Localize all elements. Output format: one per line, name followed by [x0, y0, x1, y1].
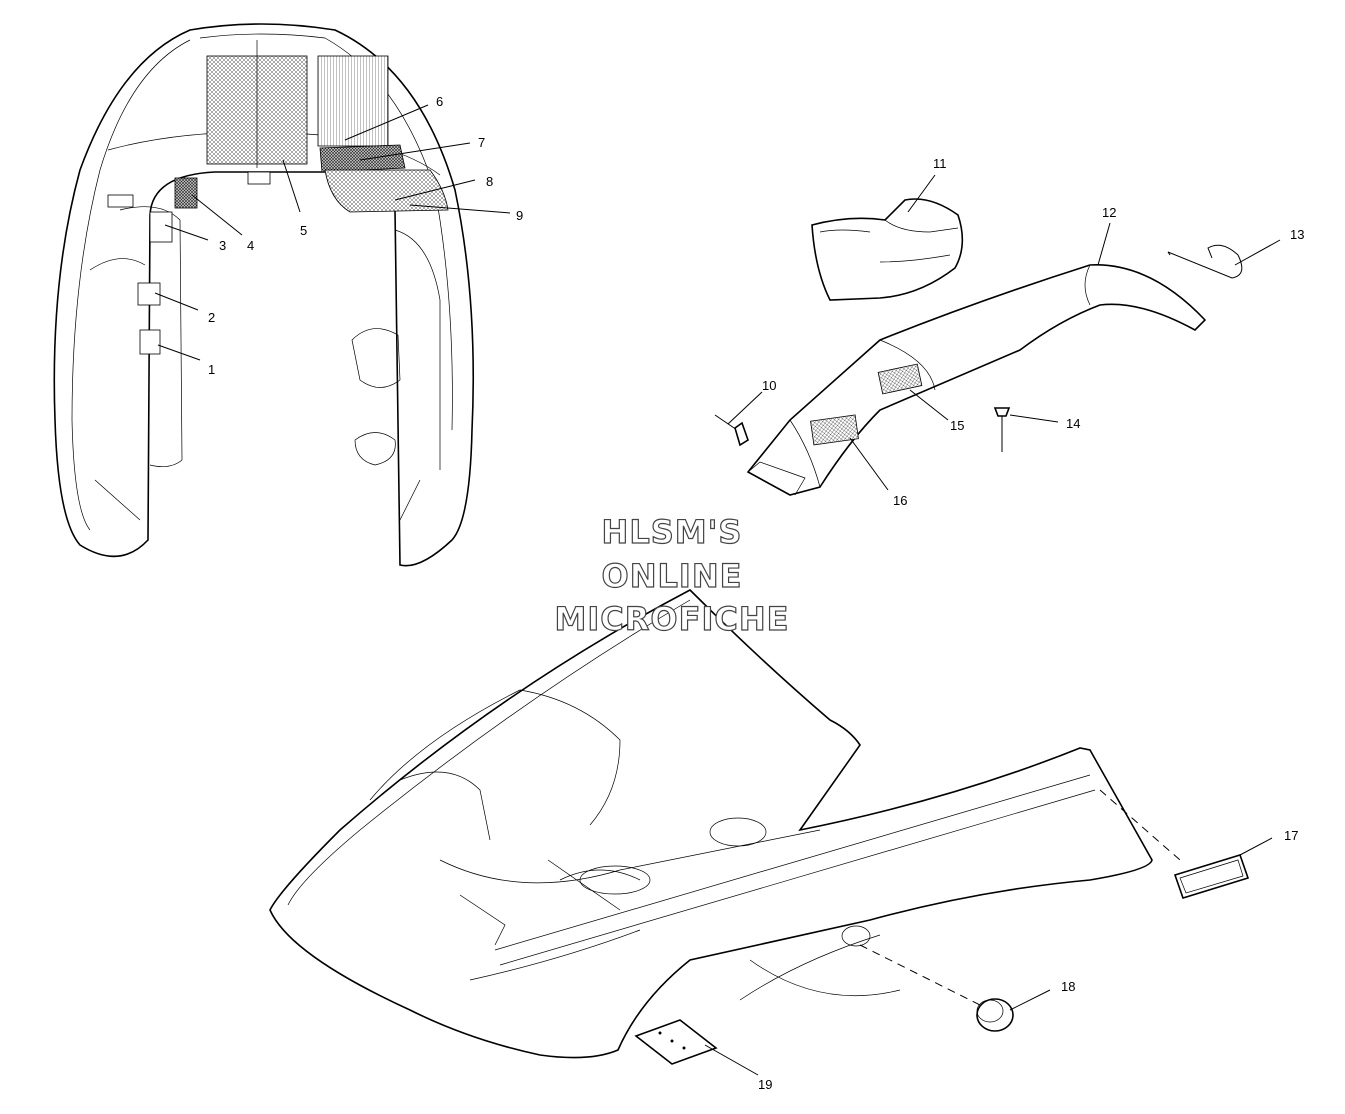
part-10-rivet — [714, 414, 749, 447]
callout-14: 14 — [1066, 416, 1080, 431]
part-17-reflector — [1173, 854, 1250, 899]
callout-15: 15 — [950, 418, 964, 433]
part-13-cable — [1167, 244, 1243, 279]
callout-8: 8 — [486, 174, 493, 189]
callout-10: 10 — [762, 378, 776, 393]
part-18-plug — [976, 998, 1014, 1032]
assembly-line-18 — [859, 944, 981, 1006]
watermark-line-2: ONLINE — [602, 557, 743, 595]
watermark: HLSM'S ONLINE MICROFICHE — [554, 512, 790, 638]
callout-5: 5 — [300, 223, 307, 238]
callout-16: 16 — [893, 493, 907, 508]
callout-13: 13 — [1290, 227, 1304, 242]
part-19-plate — [634, 1019, 718, 1065]
callout-9: 9 — [516, 208, 523, 223]
watermark-line-1: HLSM'S — [602, 513, 743, 551]
callout-labels: 1 2 3 4 5 6 7 8 9 10 11 12 13 14 15 16 1… — [208, 94, 1304, 1092]
part-14-rivet — [993, 407, 1011, 452]
callout-3: 3 — [219, 238, 226, 253]
part-11-console-cover — [811, 198, 964, 301]
hood-top-view — [53, 23, 475, 567]
callout-12: 12 — [1102, 205, 1116, 220]
callout-19: 19 — [758, 1077, 772, 1092]
callout-6: 6 — [436, 94, 443, 109]
callout-2: 2 — [208, 310, 215, 325]
callout-17: 17 — [1284, 828, 1298, 843]
assembly-line-17 — [1099, 789, 1181, 861]
callout-1: 1 — [208, 362, 215, 377]
callout-18: 18 — [1061, 979, 1075, 994]
callout-4: 4 — [247, 238, 254, 253]
callout-11: 11 — [933, 156, 947, 171]
leader-lines — [154, 104, 1281, 1076]
hood-perspective-view — [269, 589, 1153, 1059]
part-12-rail-panel — [746, 264, 1207, 496]
callout-7: 7 — [478, 135, 485, 150]
watermark-line-3: MICROFICHE — [555, 600, 790, 638]
